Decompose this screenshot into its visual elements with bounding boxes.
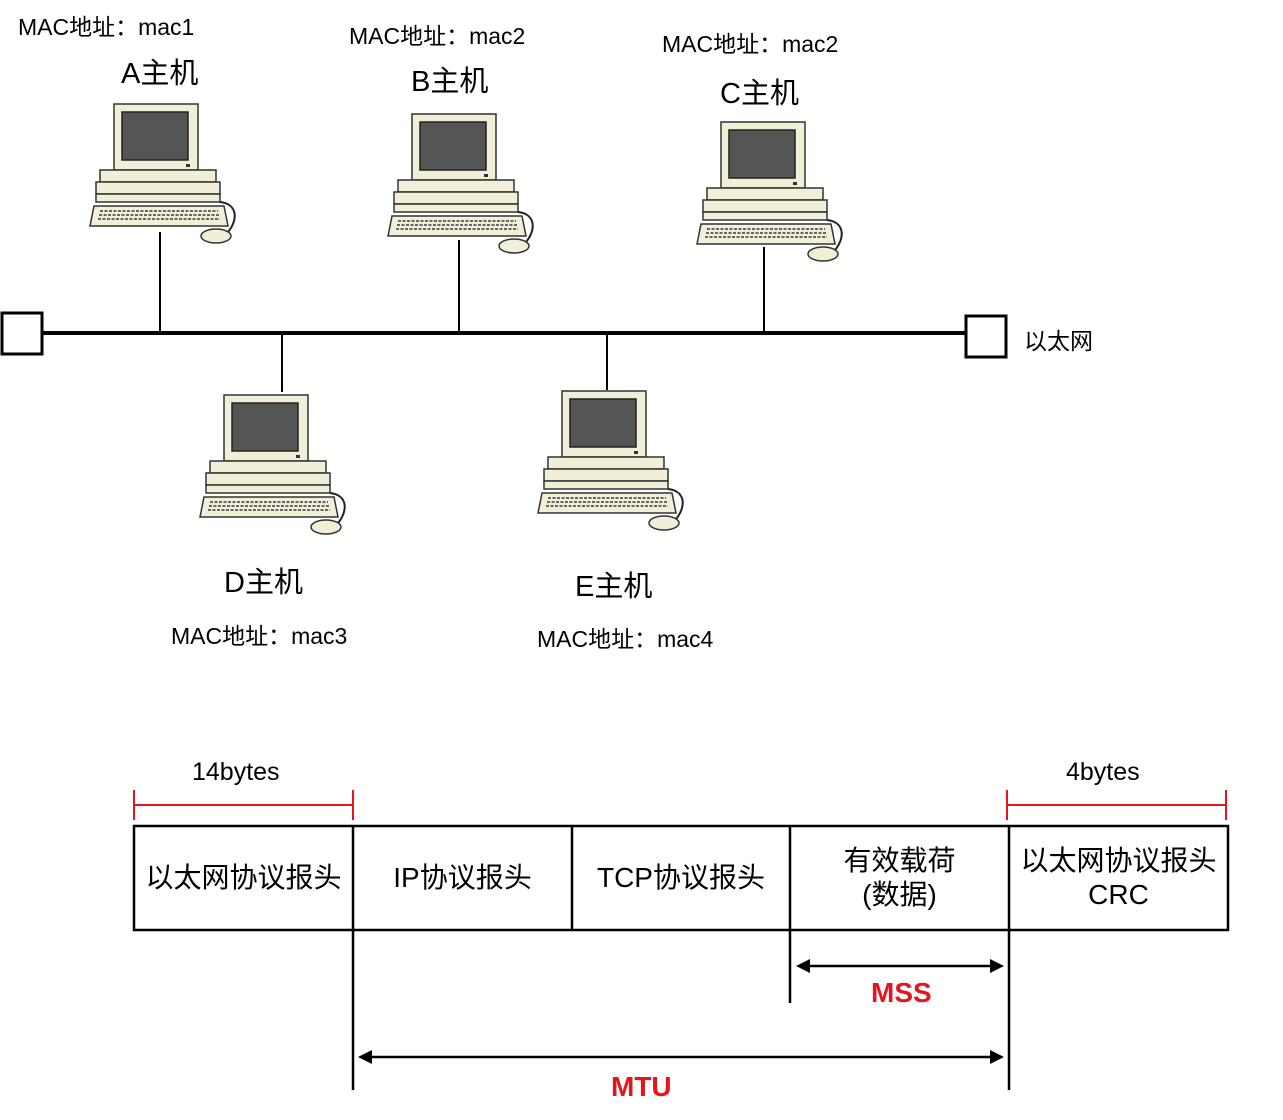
field-payload-label: 有效载荷	[843, 845, 956, 876]
trailer-size-label: 4bytes	[1066, 758, 1140, 786]
field-payload-sublabel: (数据)	[862, 879, 937, 910]
mss-label: MSS	[871, 977, 932, 1008]
field-tcp-header-label: TCP协议报头	[596, 862, 765, 893]
host-e-mac: MAC地址：mac4	[537, 626, 714, 652]
field-ethernet-header: 以太网协议报头	[134, 826, 353, 930]
bus-terminator-left	[0, 311, 44, 356]
field-ip-header: IP协议报头	[353, 826, 572, 930]
mtu-arrow	[358, 1050, 1004, 1064]
host-e-name: E主机	[575, 571, 653, 603]
field-ethernet-crc-sublabel: CRC	[1088, 879, 1149, 910]
header-size-label: 14bytes	[192, 758, 280, 786]
host-a-name: A主机	[121, 58, 199, 90]
host-b-mac: MAC地址：mac2	[349, 23, 526, 49]
ethernet-label: 以太网	[1024, 328, 1093, 354]
field-ethernet-header-label: 以太网协议报头	[145, 862, 342, 893]
host-d-mac: MAC地址：mac3	[171, 623, 348, 649]
field-payload: 有效载荷 (数据)	[790, 826, 1009, 930]
field-ip-header-label: IP协议报头	[393, 862, 532, 893]
mtu-label: MTU	[611, 1071, 672, 1102]
field-tcp-header: TCP协议报头	[572, 826, 790, 930]
host-c-name: C主机	[720, 78, 799, 110]
trailer-size-span	[1006, 790, 1227, 820]
frame-outline	[132, 824, 1230, 932]
mss-arrow	[796, 959, 1004, 973]
field-ethernet-crc: 以太网协议报头 CRC	[1009, 826, 1228, 930]
host-d-name: D主机	[224, 567, 303, 599]
header-size-span	[133, 790, 354, 820]
field-ethernet-crc-label: 以太网协议报头	[1020, 845, 1217, 876]
host-a-mac: MAC地址：mac1	[18, 14, 195, 40]
host-b-name: B主机	[411, 66, 489, 98]
bus-terminator-right	[964, 314, 1008, 359]
host-c-mac: MAC地址：mac2	[662, 31, 839, 57]
